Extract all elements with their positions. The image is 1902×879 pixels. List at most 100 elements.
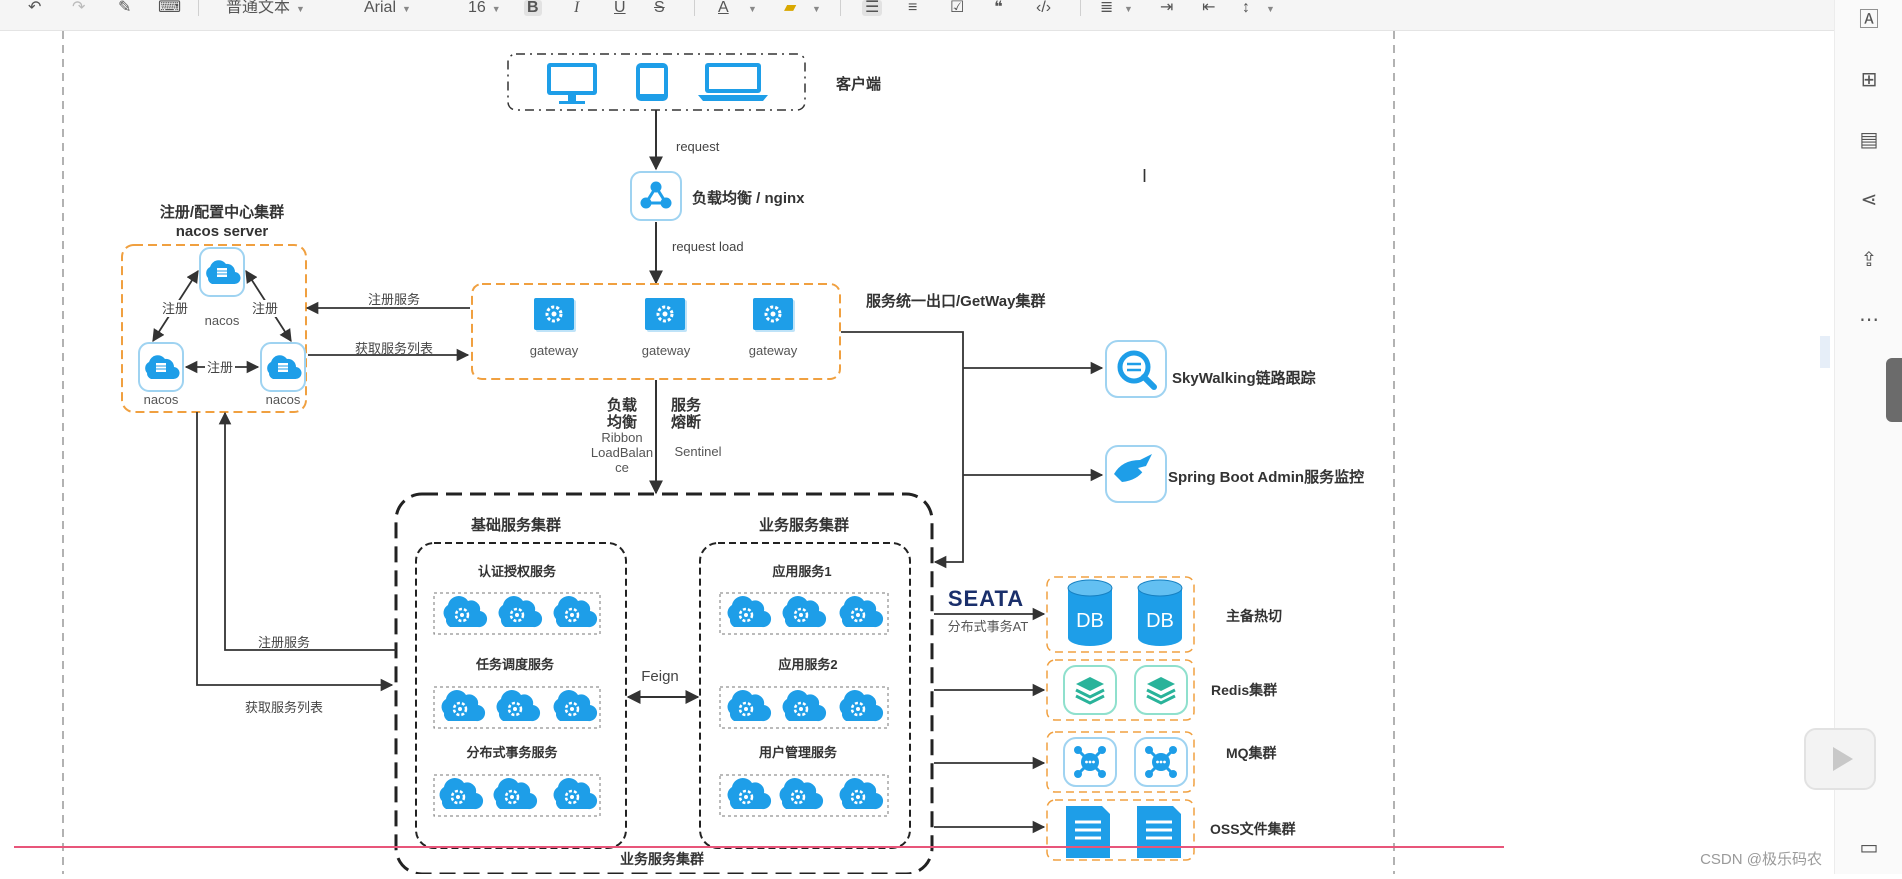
nacos-left-label: nacos [144, 392, 179, 407]
outline-icon[interactable]: ▤ [1859, 129, 1879, 151]
nacos-cluster-box [121, 244, 307, 413]
export-icon[interactable]: ⇪ [1860, 249, 1878, 271]
scroll-indicator[interactable] [1820, 336, 1830, 368]
user-instance-1-icon [726, 776, 773, 811]
register-label-left: 注册 [162, 301, 188, 316]
architecture-diagram: 客户端 request 负载均衡 / nginx request load 注册… [62, 31, 1395, 876]
tx-service-title: 分布式事务服务 [466, 745, 558, 760]
gateway-2-icon [643, 296, 689, 334]
db-group-box [1046, 576, 1195, 653]
tx-instance-3-icon [552, 776, 599, 811]
auth-service-group [433, 592, 601, 635]
lb-text-1: 负载 [607, 396, 637, 414]
desktop-icon [547, 63, 597, 104]
editor-canvas: 客户端 request 负载均衡 / nginx request load 注册… [0, 31, 1834, 876]
seata-caption: 分布式事务AT [948, 619, 1029, 634]
align-icon[interactable]: ≣ [1100, 0, 1114, 16]
app-service-1-title: 应用服务1 [772, 564, 831, 579]
side-panel-handle[interactable] [1886, 358, 1902, 422]
chevron-down-icon[interactable]: ▼ [748, 4, 757, 14]
format-painter-icon[interactable]: ⌨ [158, 0, 182, 16]
checklist-icon[interactable]: ☑ [950, 0, 965, 16]
chevron-down-icon[interactable]: ▼ [1266, 4, 1275, 14]
toolbar-divider [1080, 0, 1081, 16]
request-label: request [676, 139, 720, 154]
biz-cluster-box [699, 542, 911, 849]
paragraph-style-select[interactable]: 普通文本▼ [226, 0, 305, 16]
line-height-icon[interactable]: ↕ [1242, 0, 1250, 16]
app1-instance-2-icon [781, 594, 828, 629]
tx-instance-2-icon [492, 776, 539, 811]
ribbon-text-1: Ribbon [601, 430, 642, 445]
toolbar-divider [198, 0, 199, 16]
numbered-list-icon[interactable]: ≡ [908, 0, 918, 16]
font-color-button[interactable]: A [718, 0, 729, 16]
app2-instance-2-icon [781, 688, 828, 723]
quote-icon[interactable]: ❝ [994, 0, 1003, 16]
chevron-down-icon: ▼ [491, 4, 501, 14]
font-family-value: Arial [364, 0, 397, 16]
nacos-top-label: nacos [205, 313, 240, 328]
laptop-icon [698, 63, 768, 101]
more-icon[interactable]: ⋯ [1859, 309, 1879, 331]
fuse-text-1: 服务 [671, 396, 702, 414]
chevron-down-icon: ▼ [402, 4, 411, 14]
task-instance-3-icon [552, 688, 599, 723]
insert-block-icon[interactable]: ⊞ [1860, 69, 1878, 91]
sba-label: Spring Boot Admin服务监控 [1168, 468, 1364, 486]
redis-1-icon [1062, 664, 1118, 716]
text-box-icon[interactable]: 🄰 [1859, 9, 1879, 31]
share-icon[interactable]: ⋖ [1860, 189, 1878, 211]
oss-1-icon [1064, 804, 1112, 860]
gateway-1-label: gateway [530, 343, 579, 358]
task-service-title: 任务调度服务 [475, 657, 555, 672]
mq-2-icon [1133, 736, 1189, 788]
code-icon[interactable]: ‹/› [1036, 0, 1052, 16]
font-size-select[interactable]: 16 ▼ [468, 0, 501, 16]
gateway-fetch-label: 获取服务列表 [355, 341, 433, 356]
nacos-right-icon [260, 342, 306, 392]
services-fetch-arrow [196, 412, 394, 692]
auth-service-title: 认证授权服务 [478, 564, 557, 579]
auth-instance-1-icon [442, 594, 489, 629]
paragraph-style-value: 普通文本 [226, 0, 291, 16]
gateway-3-icon [751, 296, 797, 334]
app1-instance-3-icon [838, 594, 885, 629]
chevron-down-icon[interactable]: ▼ [812, 4, 821, 14]
play-button[interactable] [1804, 728, 1876, 790]
toolbar-divider [840, 0, 841, 16]
highlight-icon[interactable]: ▰ [784, 0, 797, 16]
nacos-top-icon [199, 247, 245, 297]
italic-button[interactable]: I [574, 0, 580, 16]
user-service-group [719, 774, 889, 817]
register-label-right: 注册 [252, 301, 278, 316]
underline-button[interactable]: U [614, 0, 626, 16]
comment-icon[interactable]: ▭ [1859, 837, 1879, 859]
register-label-bottom: 注册 [207, 360, 233, 375]
bold-button[interactable]: B [524, 0, 542, 16]
client-label: 客户端 [835, 75, 881, 93]
spring-boot-admin-icon [1105, 445, 1167, 503]
font-family-select[interactable]: Arial ▼ [364, 0, 411, 16]
eraser-icon[interactable]: ✎ [118, 0, 132, 16]
strikethrough-button[interactable]: S [654, 0, 665, 16]
label-bg [250, 300, 280, 317]
font-size-value: 16 [468, 0, 486, 16]
mq-1-icon [1062, 736, 1118, 788]
outdent-icon[interactable]: ⇤ [1202, 0, 1216, 16]
bullet-list-icon[interactable]: ☰ [862, 0, 883, 16]
auth-instance-2-icon [497, 594, 544, 629]
fuse-text-2: 熔断 [671, 413, 701, 431]
redo-icon[interactable]: ↷ [72, 0, 86, 16]
nginx-label: 负载均衡 / nginx [692, 189, 805, 207]
undo-icon[interactable]: ↶ [28, 0, 42, 16]
oss-label: OSS文件集群 [1210, 821, 1296, 837]
indent-icon[interactable]: ⇥ [1160, 0, 1174, 16]
request-load-label: request load [672, 239, 744, 254]
lb-text-2: 均衡 [607, 413, 637, 431]
nacos-right-label: nacos [266, 392, 301, 407]
task-instance-2-icon [495, 688, 542, 723]
db-1-label: DB [1076, 610, 1104, 632]
label-bg [160, 300, 190, 317]
chevron-down-icon[interactable]: ▼ [1124, 4, 1133, 14]
